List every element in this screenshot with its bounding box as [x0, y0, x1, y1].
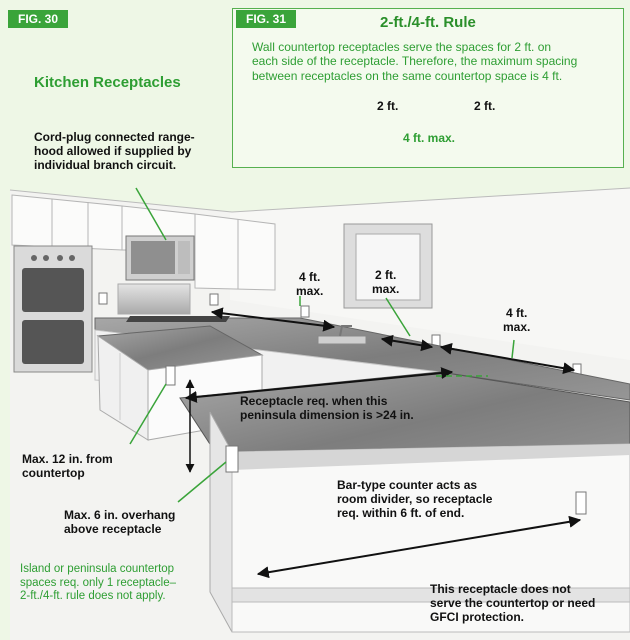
dimension-arrows [184, 307, 582, 579]
fig30-tab: FIG. 30 [8, 10, 69, 28]
kitchen-window [343, 223, 433, 309]
fig31-tab: FIG. 31 [236, 10, 297, 28]
rangehood-note: Cord-plug connected range- hood allowed … [34, 130, 195, 173]
fig30-title: Kitchen Receptacles [34, 74, 181, 91]
callout-leaders [129, 187, 515, 503]
fig31-title: 2-ft./4-ft. Rule [380, 14, 476, 31]
fig31-right-span: 2 ft. [474, 99, 496, 113]
fig31-left-span: 2 ft. [377, 99, 399, 113]
overhang-note: Max. 6 in. overhang above receptacle [64, 508, 176, 537]
fig31-panel [232, 8, 624, 168]
bar-counter-note: Bar-type counter acts as room divider, s… [337, 478, 493, 521]
wall-ovens [13, 245, 93, 373]
gfci-note: This receptacle does not serve the count… [430, 582, 596, 625]
spacing-label-1: 4 ft. max. [296, 270, 324, 299]
island-note: Island or peninsula countertop spaces re… [20, 563, 176, 603]
spacing-label-2: 2 ft. max. [372, 268, 400, 297]
fig31-total-span: 4 ft. max. [403, 131, 456, 145]
range-backsplash [117, 283, 191, 315]
spacing-label-3: 4 ft. max. [503, 306, 531, 335]
fig31-description: Wall countertop receptacles serve the sp… [252, 40, 578, 83]
height-note: Max. 12 in. from countertop [22, 452, 113, 481]
microwave [125, 235, 195, 281]
peninsula-note: Receptacle req. when this peninsula dime… [240, 394, 414, 423]
